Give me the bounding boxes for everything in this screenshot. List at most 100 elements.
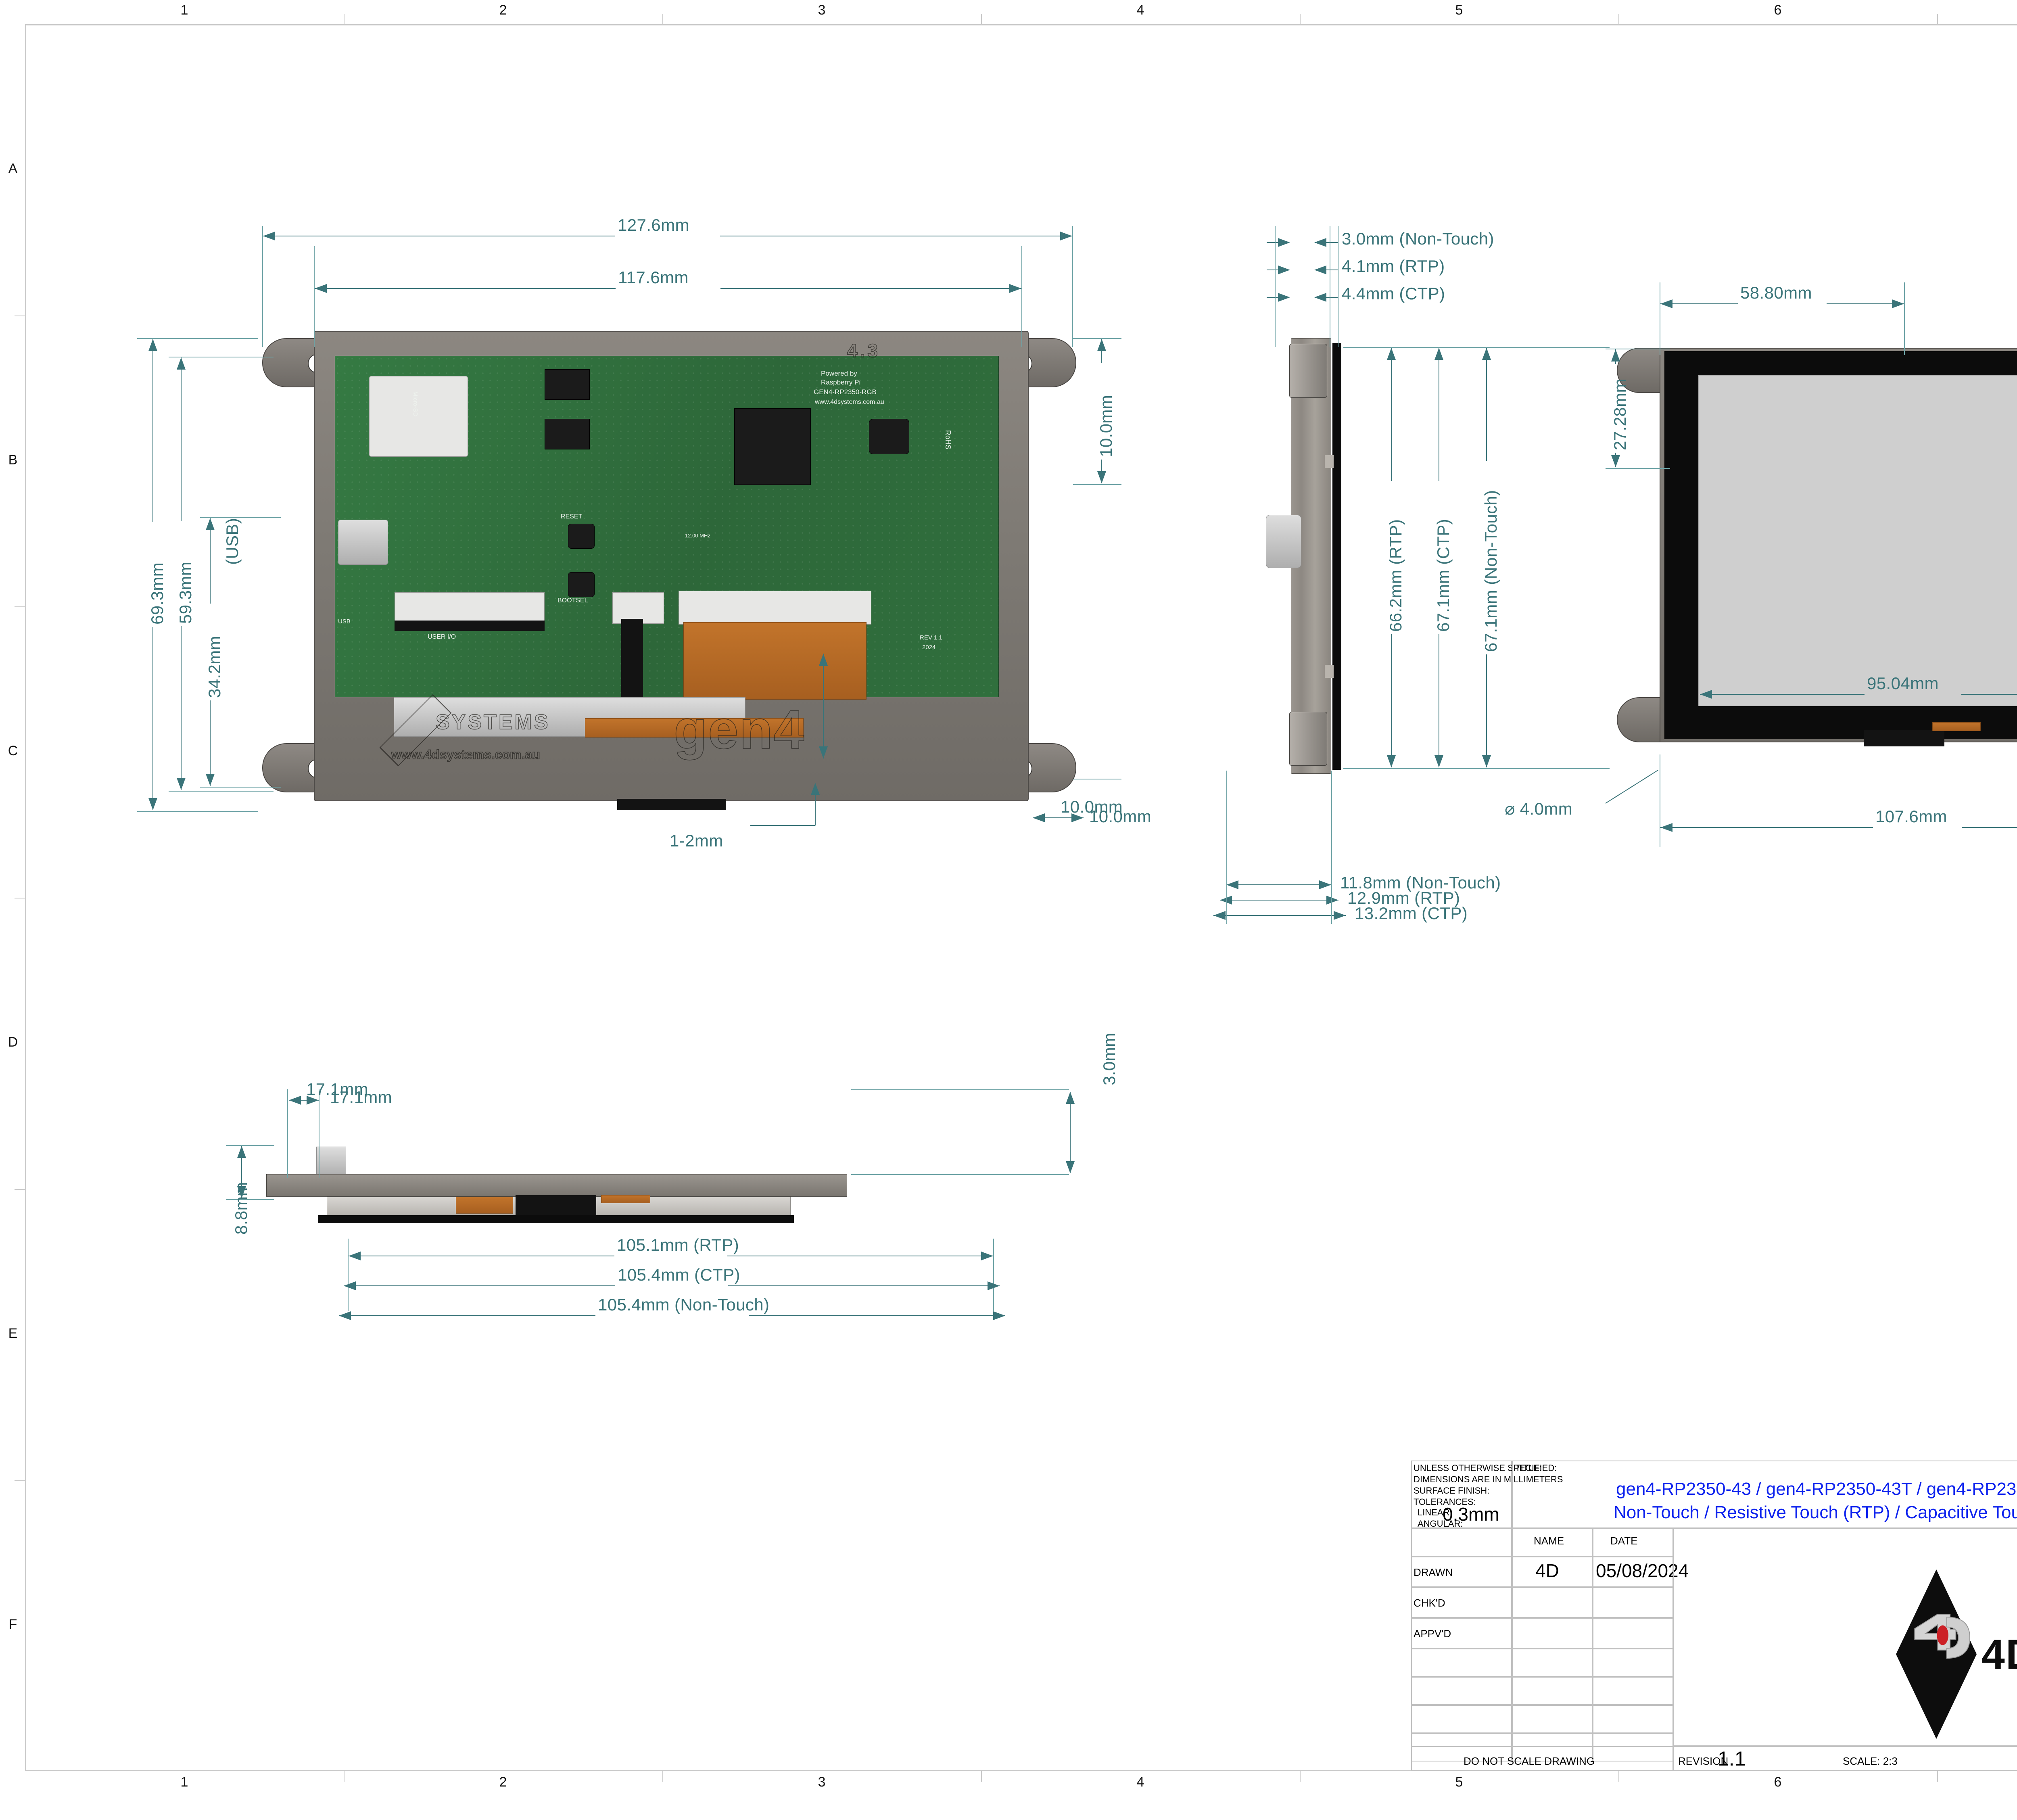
usb-connector <box>338 520 388 565</box>
dim-length-ctp-label: 105.4mm (CTP) <box>618 1265 740 1284</box>
dim-usb-inset-label: 17.1mm <box>306 1080 369 1099</box>
silk-usb-label: USB <box>338 618 351 625</box>
dim-front-lip-line-arrow-bot <box>1066 1161 1075 1173</box>
company-logo: 4D SYSTEMS <box>1896 1569 2017 1743</box>
dim-depth-2-arrow-l <box>1213 911 1226 920</box>
footer-revision-value: 1.1 <box>1718 1747 1746 1770</box>
footer-do-not-scale-cell <box>1411 1746 1673 1771</box>
dim-overall-width-arrow-right <box>1060 232 1072 240</box>
dim-front-thk-0-arrow-b <box>1314 238 1326 247</box>
user-io-ffc <box>395 621 545 631</box>
side-profile-view <box>1266 338 1380 774</box>
dim-depth-1-arrow-l <box>1220 896 1232 905</box>
bv-ext-len-r <box>993 1239 994 1311</box>
sv-ext-depth-right <box>1331 771 1332 924</box>
enclosure-brand-label: SYSTEMS <box>435 710 550 734</box>
dim-front-thickness-0-label: 3.0mm (Non-Touch) <box>1342 229 1494 248</box>
dim-usb-height-label: 8.8mm <box>232 1182 251 1235</box>
dim-length-ctp-arrow-right <box>988 1281 1000 1290</box>
front-display-view <box>1617 344 2017 747</box>
sv-ext-depth-left <box>1226 771 1227 924</box>
zone-tick <box>1300 14 1301 24</box>
dim-usb-label-text: (USB) <box>223 518 242 565</box>
dim-mount-right-bottom-label: 10.0mm <box>1089 807 1152 826</box>
dim-depth-2-line <box>1213 915 1346 916</box>
dim-mount-right-bottom-line-right <box>1058 817 1084 818</box>
dim-bezel-width-label: 107.6mm <box>1875 807 1947 826</box>
front-bottom-tab <box>1864 730 1944 746</box>
zone-column-5: 5 <box>1455 2 1463 18</box>
dim-mount-hole-dia-label: ⌀ 4.0mm <box>1505 799 1573 818</box>
footer-revision-label: REVISION <box>1678 1755 1729 1767</box>
zone-tick <box>662 1771 663 1782</box>
zone-tick <box>15 606 25 608</box>
header-blank-cell <box>1411 1528 1512 1557</box>
dim-mount-right-bottom-arrow-right <box>1071 813 1084 822</box>
dim-usb-offset-arrow-bot <box>206 774 215 786</box>
title-row-6-name-cell <box>1512 1733 1593 1761</box>
dim-length-ctp-line-left <box>344 1285 615 1286</box>
dim-front-thk-2-line-b <box>1315 297 1338 298</box>
zone-tick <box>15 898 25 899</box>
touch-ffc <box>621 619 643 700</box>
dim-active-width-line-left <box>1700 694 1865 695</box>
zone-tick <box>344 14 345 24</box>
rv-ext-left-outer <box>262 226 263 347</box>
dim-usb-inset-arrow-right <box>307 1096 319 1105</box>
dim-front-lip-line-line-top <box>1070 1092 1071 1133</box>
zone-column-2: 2 <box>499 2 507 18</box>
title-row-2-role-cell <box>1411 1618 1512 1649</box>
enclosure-size-label: 4.3 <box>847 340 880 361</box>
zone-column-7: 7 <box>1937 2 2017 18</box>
dim-total-depth-2-label: 13.2mm (CTP) <box>1355 904 1468 923</box>
dim-connector-protrusion-vline <box>815 791 816 825</box>
silk-reset-label: RESET <box>561 513 583 520</box>
dim-height-rtp-line-top <box>1391 348 1392 481</box>
dim-pcb-width-line-right <box>720 288 1021 289</box>
zone-row-A: A <box>8 161 18 176</box>
dim-length-ctp-line-right <box>728 1285 1000 1286</box>
dim-inner-height-line-top <box>181 357 182 521</box>
dim-total-depth-0-label: 11.8mm (Non-Touch) <box>1340 873 1501 892</box>
fv-ext-mid <box>1904 282 1905 355</box>
date-column-header: DATE <box>1610 1535 1638 1547</box>
dim-pcb-width-line-left <box>315 288 616 289</box>
rv-ext-usb-top <box>200 517 281 518</box>
name-header-cell <box>1512 1528 1593 1557</box>
side-mount-ear-top <box>1289 344 1327 398</box>
dim-mount-right-top-arrow-top <box>1097 339 1106 351</box>
tolerance-notes-cell <box>1411 1461 1512 1528</box>
side-clip-upper <box>1325 455 1334 468</box>
zone-column-3: 3 <box>818 2 826 18</box>
zone-tick <box>1937 14 1938 24</box>
lcd-connector <box>679 591 871 625</box>
dim-height-nontouch-line-top <box>1486 348 1487 461</box>
drawing-sheet-border <box>25 24 2017 1771</box>
dim-screen-top-offset-arrow-bot <box>1611 455 1620 467</box>
dim-height-rtp-arrow-bot <box>1387 755 1396 767</box>
dim-height-rtp-label: 66.2mm (RTP) <box>1386 519 1405 632</box>
dim-length-rtp-arrow-left <box>349 1252 361 1260</box>
rv-ext-usb-bot <box>200 787 281 788</box>
title-row-1-role-cell <box>1411 1587 1512 1618</box>
user-io-connector <box>395 592 545 624</box>
bottom-usb-connector <box>316 1147 346 1176</box>
title-row-3-date-cell <box>1593 1649 1673 1677</box>
rv-ext-bot-h2 <box>169 791 274 792</box>
lcd-ffc <box>683 622 867 700</box>
title-row-2-role: APPV'D <box>1414 1628 1451 1640</box>
dim-inner-height-arrow-bot <box>177 778 186 790</box>
dim-active-width-arrow-left <box>1700 690 1712 699</box>
dim-screen-top-offset-arrow-top <box>1611 349 1620 361</box>
date-header-cell <box>1593 1528 1673 1557</box>
dim-mount-right-top-arrow-bot <box>1097 471 1106 483</box>
dim-mount-right-top-label: 10.0mm <box>1096 395 1115 457</box>
title-row-4-role-cell <box>1411 1677 1512 1705</box>
dim-length-nontouch-line-right <box>749 1315 1005 1316</box>
bottom-enclosure-shell <box>266 1174 847 1197</box>
title-row-4-date-cell <box>1593 1677 1673 1705</box>
zone-tick <box>981 1771 982 1782</box>
dim-mount-right-bottom-label: 10.0mm <box>1061 797 1123 816</box>
dim-active-width-line-right <box>1961 694 2017 695</box>
4d-diamond-icon <box>1896 1569 1977 1739</box>
